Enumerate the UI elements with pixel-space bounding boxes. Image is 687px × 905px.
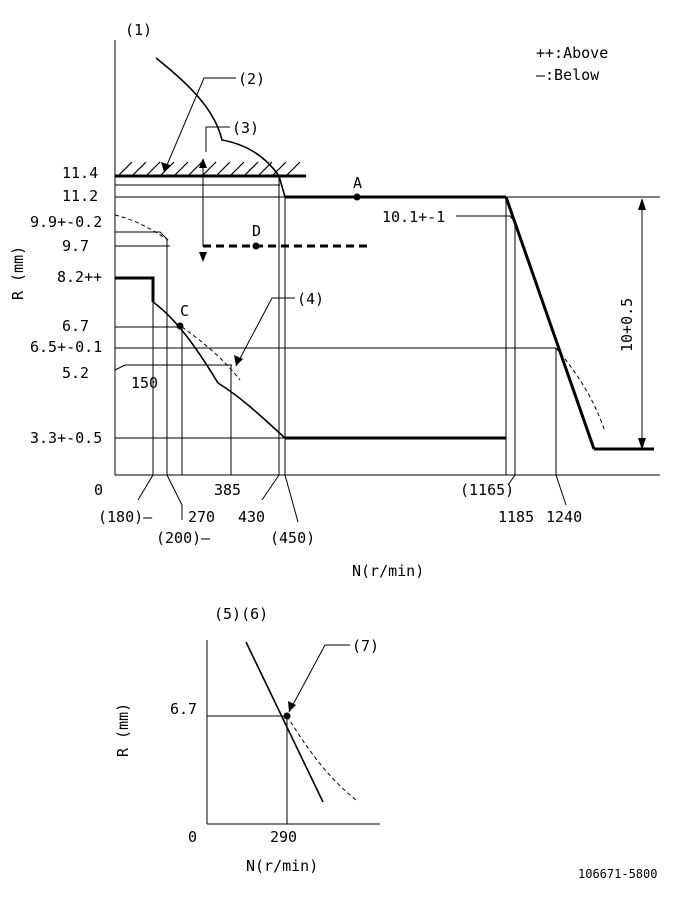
label-d: D xyxy=(252,222,261,240)
tick-leader-1240 xyxy=(555,474,567,506)
stroke-arrow-up xyxy=(199,158,207,168)
ytick-11-2: 11.2 xyxy=(62,187,98,205)
main-chart: ++:Above —:Below (1) (2) (3) (4) xyxy=(9,21,660,580)
label-150: 150 xyxy=(131,374,158,392)
tick-leader-430 xyxy=(261,474,280,501)
leader-3 xyxy=(205,126,230,152)
tick-leader-450 xyxy=(284,474,299,523)
sub-chart: (5)(6) (7) 6.7 R (mm) 0 290 N(r/min) xyxy=(114,605,380,875)
tolerance-curve-upper xyxy=(114,214,169,241)
leader-2 xyxy=(163,77,236,173)
dim-10-arrow-bottom xyxy=(638,438,646,450)
xtick-270: 270 xyxy=(188,508,215,526)
xtick-180: (180)— xyxy=(98,508,153,526)
sub-ytick-6-7: 6.7 xyxy=(170,700,197,718)
leader-4 xyxy=(235,297,295,367)
tick-leader-200 xyxy=(166,474,183,520)
ytick-6-7: 6.7 xyxy=(62,317,89,335)
tick-leader-1185 xyxy=(507,474,516,486)
cutoff-line xyxy=(504,196,596,450)
xtick-200: (200)— xyxy=(156,529,211,547)
tick-leader-180 xyxy=(137,474,154,501)
leader-2-arrow xyxy=(161,162,170,172)
callout-1: (1) xyxy=(125,21,152,39)
main-y-axis-title: R (mm) xyxy=(9,246,27,300)
ytick-11-4: 11.4 xyxy=(62,164,98,182)
sub-y-axis-title: R (mm) xyxy=(114,703,132,757)
label-10-range: 10+0.5 xyxy=(618,298,636,352)
leader-7 xyxy=(288,644,350,713)
ytick-6-5: 6.5+-0.1 xyxy=(30,338,102,356)
leader-7-arrow xyxy=(288,701,296,712)
callout-4: (4) xyxy=(297,290,324,308)
point-c xyxy=(176,322,184,330)
drawing-code: 106671-5800 xyxy=(578,867,657,881)
xtick-450: (450) xyxy=(270,529,315,547)
xtick-430: 430 xyxy=(238,508,265,526)
ytick-9-9: 9.9+-0.2 xyxy=(30,213,102,231)
sub-x-axis-title: N(r/min) xyxy=(246,857,318,875)
idle-curve xyxy=(152,301,286,439)
sub-point xyxy=(283,712,291,720)
leader-4-arrow xyxy=(234,355,243,366)
point-d xyxy=(252,242,260,250)
callout-5-6: (5)(6) xyxy=(214,605,268,623)
label-c: C xyxy=(180,302,189,320)
sub-xtick-290: 290 xyxy=(270,828,297,846)
sub-governor-line xyxy=(245,641,324,803)
point-a xyxy=(353,193,361,201)
callout-2: (2) xyxy=(238,70,265,88)
ytick-8-2: 8.2++ xyxy=(57,268,102,286)
xtick-0: 0 xyxy=(94,481,103,499)
xtick-1240: 1240 xyxy=(546,508,582,526)
full-load-curve xyxy=(155,57,286,198)
legend-below: —:Below xyxy=(536,66,600,84)
label-a: A xyxy=(353,174,362,192)
tolerance-curve-lower xyxy=(181,326,241,381)
sub-xtick-0: 0 xyxy=(188,828,197,846)
sub-tolerance-curve xyxy=(286,715,357,801)
ref-5-2 xyxy=(114,364,232,371)
callout-7: (7) xyxy=(352,637,379,655)
main-x-axis-title: N(r/min) xyxy=(352,562,424,580)
legend-above: ++:Above xyxy=(536,44,608,62)
ytick-5-2: 5.2 xyxy=(62,364,89,382)
stroke-arrow-down xyxy=(199,252,207,262)
label-10-1: 10.1+-1 xyxy=(382,208,445,226)
dim-10-arrow-top xyxy=(638,198,646,210)
xtick-385: 385 xyxy=(214,481,241,499)
ytick-9-7: 9.7 xyxy=(62,237,89,255)
xtick-1185: 1185 xyxy=(498,508,534,526)
xtick-1165: (1165) xyxy=(460,481,514,499)
ytick-3-3: 3.3+-0.5 xyxy=(30,429,102,447)
ref-9-9 xyxy=(115,231,169,241)
callout-3: (3) xyxy=(232,119,259,137)
starting-line xyxy=(115,276,155,302)
